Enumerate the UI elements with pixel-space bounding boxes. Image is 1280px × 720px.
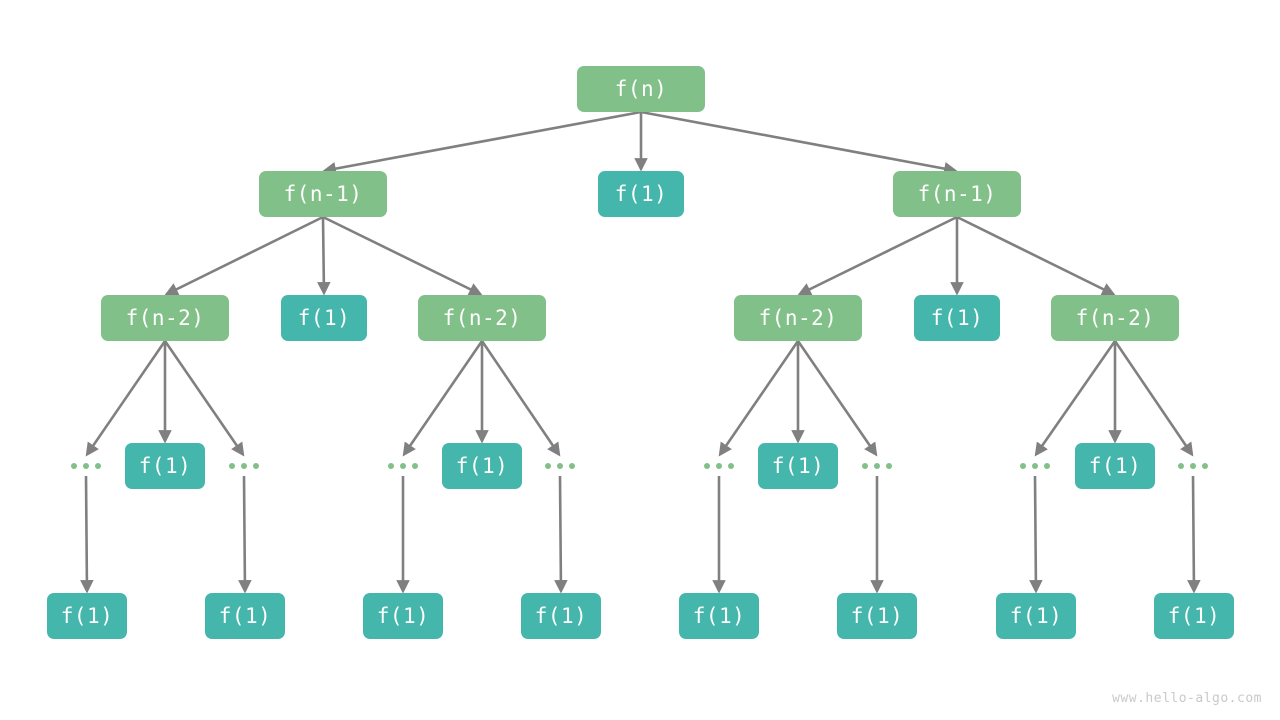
tree-node-f1: f(1) <box>598 171 684 217</box>
ellipsis-dot <box>71 463 77 469</box>
edge-L1-0-to-L2-0 <box>322 110 642 176</box>
ellipsis-marker <box>857 456 897 476</box>
edge-L4-d7-to-L5-7 <box>1187 475 1201 594</box>
tree-node-f1: f(1) <box>914 295 1000 341</box>
edge-L3-5-to-L4-d7 <box>1113 340 1194 457</box>
ellipsis-dot <box>1044 463 1050 469</box>
ellipsis-marker <box>383 456 423 476</box>
tree-node-fn-2: f(n-2) <box>418 295 546 341</box>
ellipsis-dot <box>704 463 710 469</box>
ellipsis-dot <box>862 463 868 469</box>
tree-node-f1: f(1) <box>996 593 1076 639</box>
edge-L1-0-to-L2-2 <box>640 110 958 176</box>
ellipsis-dot <box>253 463 259 469</box>
ellipsis-dot <box>1190 463 1196 469</box>
tree-node-f1: f(1) <box>758 443 838 489</box>
ellipsis-dot <box>1020 463 1026 469</box>
ellipsis-dot <box>557 463 563 469</box>
tree-node-f1: f(1) <box>679 593 759 639</box>
edge-L3-0-to-L4-d1 <box>163 340 245 457</box>
tree-node-fn-2: f(n-2) <box>734 295 862 341</box>
tree-node-f1: f(1) <box>205 593 285 639</box>
edge-L2-0-to-L3-2 <box>322 215 483 296</box>
ellipsis-dot <box>728 463 734 469</box>
edge-L3-0-to-L4-d0 <box>85 340 167 457</box>
ellipsis-dot <box>1032 463 1038 469</box>
tree-node-f1: f(1) <box>1154 593 1234 639</box>
edge-L3-3-to-L4-d4 <box>718 340 800 457</box>
ellipsis-dot <box>400 463 406 469</box>
tree-node-f1: f(1) <box>521 593 601 639</box>
tree-node-f1: f(1) <box>837 593 917 639</box>
ellipsis-dot <box>545 463 551 469</box>
edge-L4-d3-to-L5-3 <box>554 475 568 594</box>
edge-L3-2-to-L4-d2 <box>402 340 484 457</box>
tree-node-fn-1: f(n-1) <box>893 171 1021 217</box>
edge-L3-3-to-L4-d5 <box>796 340 878 457</box>
tree-node-fn: f(n) <box>577 66 705 112</box>
ellipsis-dot <box>241 463 247 469</box>
watermark: www.hello-algo.com <box>1112 691 1262 706</box>
tree-node-f1: f(1) <box>125 443 205 489</box>
tree-node-fn-2: f(n-2) <box>1051 295 1179 341</box>
tree-node-fn-1: f(n-1) <box>259 171 387 217</box>
ellipsis-marker <box>1173 456 1213 476</box>
tree-node-f1: f(1) <box>1075 443 1155 489</box>
ellipsis-dot <box>886 463 892 469</box>
edge-L2-0-to-L3-1 <box>317 216 331 296</box>
ellipsis-marker <box>224 456 264 476</box>
edge-L4-d0-to-L5-0 <box>80 475 94 594</box>
tree-node-f1: f(1) <box>47 593 127 639</box>
edge-L2-2-to-L3-3 <box>797 215 958 296</box>
tree-node-f1: f(1) <box>442 443 522 489</box>
edge-L4-d6-to-L5-6 <box>1029 475 1043 594</box>
tree-node-fn-2: f(n-2) <box>101 295 229 341</box>
ellipsis-marker <box>699 456 739 476</box>
edge-L2-2-to-L3-5 <box>956 215 1116 296</box>
edge-L3-5-to-L4-d6 <box>1034 340 1117 457</box>
ellipsis-dot <box>1178 463 1184 469</box>
tree-node-f1: f(1) <box>363 593 443 639</box>
edge-L4-d1-to-L5-1 <box>238 475 252 594</box>
ellipsis-dot <box>874 463 880 469</box>
ellipsis-dot <box>716 463 722 469</box>
ellipsis-dot <box>412 463 418 469</box>
ellipsis-dot <box>83 463 89 469</box>
edge-L2-0-to-L3-0 <box>164 215 324 296</box>
tree-node-f1: f(1) <box>281 295 367 341</box>
ellipsis-dot <box>388 463 394 469</box>
ellipsis-dot <box>569 463 575 469</box>
edge-L3-2-to-L4-d3 <box>480 340 561 457</box>
ellipsis-dot <box>95 463 101 469</box>
ellipsis-marker <box>66 456 106 476</box>
ellipsis-marker <box>1015 456 1055 476</box>
ellipsis-dot <box>1202 463 1208 469</box>
ellipsis-marker <box>540 456 580 476</box>
ellipsis-dot <box>229 463 235 469</box>
